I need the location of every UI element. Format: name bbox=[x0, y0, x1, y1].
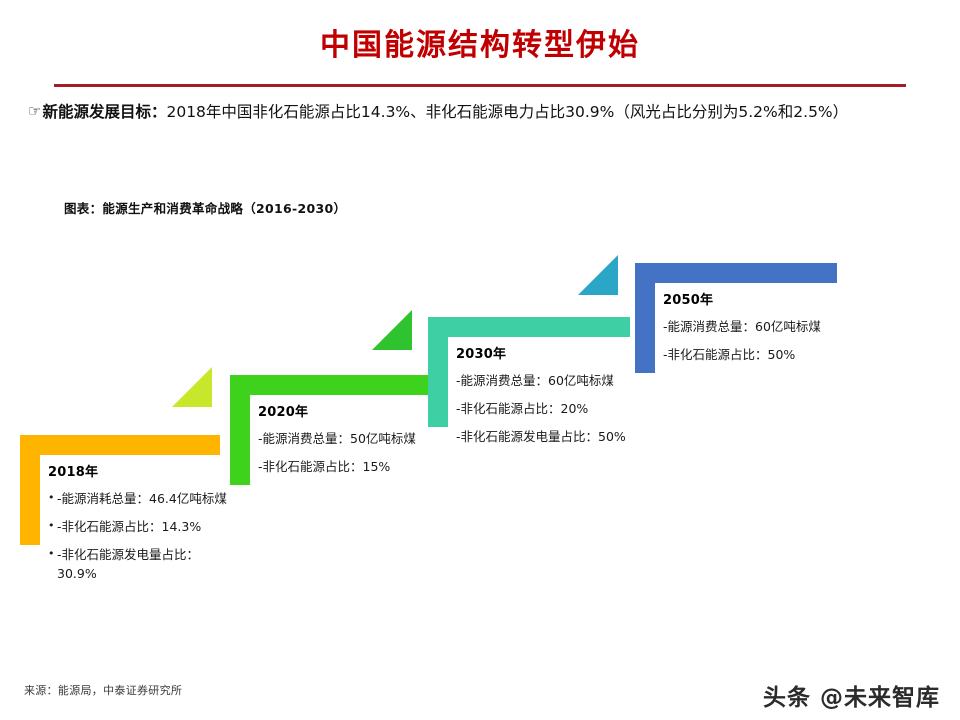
title-divider bbox=[54, 84, 906, 87]
list-item: -能源消耗总量：46.4亿吨标煤 bbox=[48, 488, 238, 508]
step-year-label: 2030年 bbox=[456, 347, 507, 362]
step-item-list: -能源消耗总量：46.4亿吨标煤 -非化石能源占比：14.3% -非化石能源发电… bbox=[48, 488, 238, 583]
list-item: -非化石能源占比：50% bbox=[663, 347, 796, 362]
pointing-hand-icon: ☞ bbox=[28, 102, 42, 120]
list-item: -非化石能源占比：20% bbox=[456, 401, 589, 416]
bracket-top-bar bbox=[635, 263, 837, 283]
lead-paragraph: ☞新能源发展目标：2018年中国非化石能源占比14.3%、非化石能源电力占比30… bbox=[28, 99, 944, 125]
step-item-list: -能源消费总量：60亿吨标煤 -非化石能源占比：50% bbox=[663, 317, 853, 364]
step-year-label: 2018年 bbox=[48, 465, 99, 480]
step-content: 2020年 -能源消费总量：50亿吨标煤 -非化石能源占比：15% bbox=[258, 401, 443, 485]
lead-label: 新能源发展目标： bbox=[42, 103, 167, 121]
bracket-left-bar bbox=[428, 317, 448, 427]
step-year-label: 2050年 bbox=[663, 293, 714, 308]
arrow-2030-to-2050-icon bbox=[578, 255, 618, 295]
list-item: -非化石能源占比：15% bbox=[258, 459, 391, 474]
page-title: 中国能源结构转型伊始 bbox=[320, 28, 640, 63]
bracket-left-bar bbox=[635, 263, 655, 373]
arrow-2020-to-2030-icon bbox=[372, 310, 412, 350]
bracket-top-bar bbox=[230, 375, 430, 395]
staircase-diagram: 2018年 -能源消耗总量：46.4亿吨标煤 -非化石能源占比：14.3% -非… bbox=[0, 255, 960, 615]
list-item: -能源消费总量：60亿吨标煤 bbox=[663, 319, 821, 334]
list-item: -非化石能源发电量占比：30.9% bbox=[48, 544, 238, 583]
list-item: -非化石能源发电量占比：50% bbox=[456, 429, 626, 444]
lead-body: 2018年中国非化石能源占比14.3%、非化石能源电力占比30.9%（风光占比分… bbox=[166, 103, 849, 121]
bracket-left-bar bbox=[230, 375, 250, 485]
list-item: -能源消费总量：60亿吨标煤 bbox=[456, 373, 614, 388]
step-content: 2018年 -能源消耗总量：46.4亿吨标煤 -非化石能源占比：14.3% -非… bbox=[48, 461, 238, 592]
list-item: -非化石能源占比：14.3% bbox=[48, 516, 238, 536]
bracket-left-bar bbox=[20, 435, 40, 545]
step-item-list: -能源消费总量：60亿吨标煤 -非化石能源占比：20% -非化石能源发电量占比：… bbox=[456, 371, 646, 446]
bracket-top-bar bbox=[20, 435, 220, 455]
arrow-2018-to-2020-icon bbox=[172, 367, 212, 407]
bracket-top-bar bbox=[428, 317, 630, 337]
list-item: -能源消费总量：50亿吨标煤 bbox=[258, 431, 416, 446]
step-item-list: -能源消费总量：50亿吨标煤 -非化石能源占比：15% bbox=[258, 429, 443, 476]
step-year-label: 2020年 bbox=[258, 405, 309, 420]
step-content: 2050年 -能源消费总量：60亿吨标煤 -非化石能源占比：50% bbox=[663, 289, 853, 373]
figure-caption: 图表：能源生产和消费革命战略（2016-2030） bbox=[64, 201, 347, 216]
source-note: 来源：能源局，中泰证券研究所 bbox=[24, 684, 183, 697]
watermark: 头条 @未来智库 bbox=[762, 685, 940, 711]
step-content: 2030年 -能源消费总量：60亿吨标煤 -非化石能源占比：20% -非化石能源… bbox=[456, 343, 646, 455]
